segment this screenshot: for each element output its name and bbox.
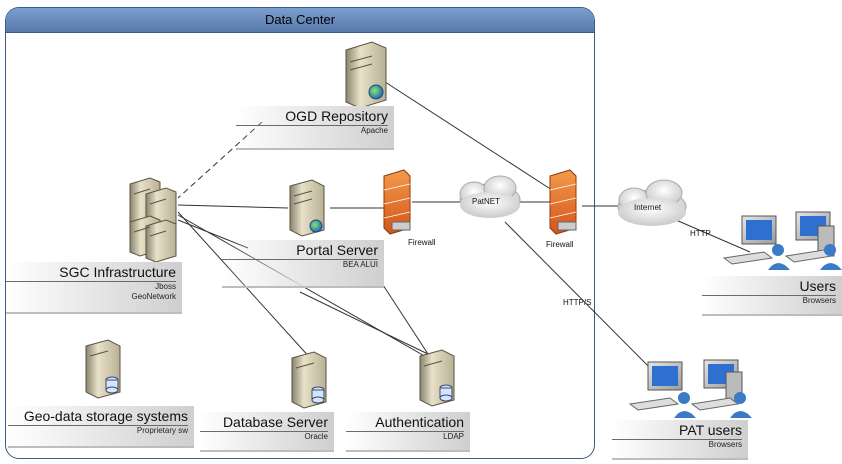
ogd-repository-title: OGD Repository — [236, 106, 388, 126]
authentication-server-icon — [419, 349, 455, 407]
sgc-infrastructure-subtitle-2: GeoNetwork — [131, 292, 176, 301]
pat-users-subtitle: Browsers — [708, 440, 742, 449]
link-patnet-pat — [504, 221, 663, 381]
link-portal-auth — [299, 291, 433, 357]
database-server-subtitle: Oracle — [304, 432, 328, 441]
connections — [177, 79, 751, 381]
firewall-1-label: Firewall — [408, 238, 436, 247]
internet-cloud-icon — [617, 179, 687, 226]
pat-users-title: PAT users — [612, 420, 742, 440]
data-center-container: Data Center — [5, 7, 595, 459]
internet-label: Internet — [634, 203, 662, 212]
ogd-repository-subtitle: Apache — [360, 126, 388, 135]
firewall-2-label: Firewall — [546, 240, 574, 249]
link-internet-users — [675, 219, 751, 253]
pat-users-label: PAT users Browsers — [612, 420, 748, 460]
link-ogd-firewall2 — [381, 79, 553, 191]
patnet-cloud-icon — [459, 175, 521, 218]
authentication-subtitle: LDAP — [443, 432, 464, 441]
authentication-label: Authentication LDAP — [346, 412, 470, 452]
portal-server-label: Portal Server BEA ALUI — [222, 240, 384, 288]
users-workstations-icon — [722, 211, 842, 270]
link-ogd-sgc — [177, 121, 263, 199]
portal-server-icon — [289, 179, 325, 237]
geo-data-server-icon — [85, 339, 121, 399]
http-label: HTTP — [690, 229, 711, 238]
firewall-1-icon — [383, 169, 411, 235]
database-server-icon — [291, 351, 327, 409]
database-server-title: Database Server — [200, 412, 328, 432]
users-label: Users Browsers — [702, 276, 842, 316]
firewall-2-icon — [549, 169, 577, 235]
geo-data-storage-subtitle: Proprietary sw — [136, 426, 188, 435]
pat-users-workstations-icon — [628, 359, 752, 418]
sgc-infrastructure-label: SGC Infrastructure Jboss GeoNetwork — [6, 262, 182, 314]
portal-server-subtitle: BEA ALUI — [342, 260, 378, 269]
geo-data-storage-title: Geo-data storage systems — [8, 406, 188, 426]
link-sgc-portal — [177, 204, 289, 209]
patnet-label: PatNET — [472, 197, 501, 206]
users-subtitle: Browsers — [802, 296, 836, 305]
geo-data-storage-label: Geo-data storage systems Proprietary sw — [8, 406, 194, 448]
sgc-infrastructure-subtitle-1: Jboss — [155, 282, 176, 291]
https-label: HTTP/S — [563, 298, 592, 307]
users-title: Users — [702, 276, 836, 296]
authentication-title: Authentication — [346, 412, 464, 432]
portal-server-title: Portal Server — [222, 240, 378, 260]
ogd-repository-label: OGD Repository Apache — [236, 106, 394, 150]
data-center-title: Data Center — [6, 8, 594, 33]
sgc-infrastructure-title: SGC Infrastructure — [6, 262, 176, 282]
sgc-server-cluster-icon — [129, 177, 177, 263]
database-server-label: Database Server Oracle — [200, 412, 334, 452]
ogd-server-icon — [345, 41, 387, 109]
